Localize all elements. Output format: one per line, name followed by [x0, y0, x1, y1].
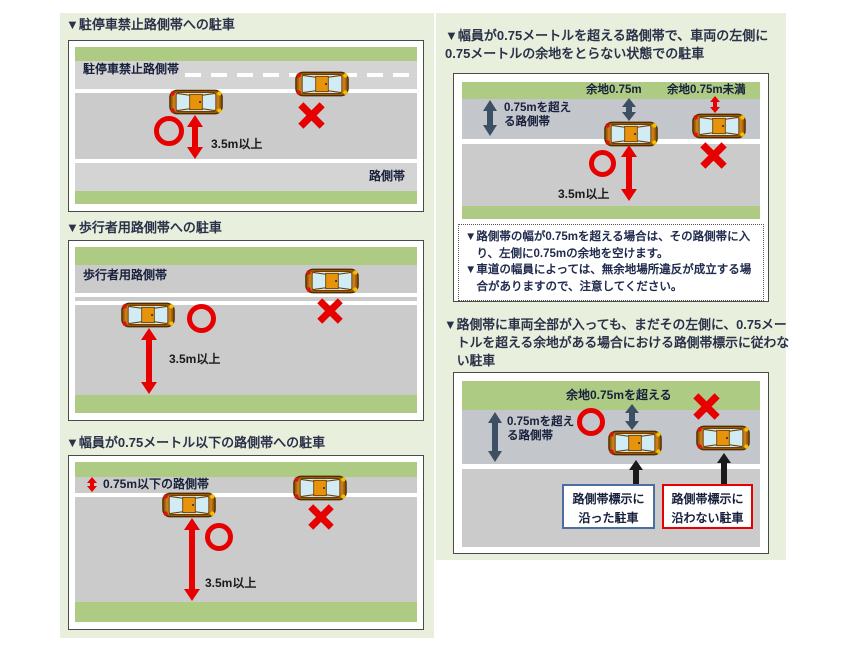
sidewalk-strip — [75, 395, 417, 413]
right-panel: ▼幅員が0.75メートルを超える路側帯で、車両の左側に0.75メートルの余地をと… — [436, 13, 789, 560]
diagram-no-stopping-zone: 駐停車禁止路側帯 3.5m以上 路側帯 — [68, 40, 424, 212]
zone-width-label: 0.75mを超え る路側帯 — [504, 102, 572, 129]
lane-line — [75, 89, 417, 93]
small-margin-arrow-icon — [710, 96, 720, 113]
car-icon — [696, 425, 750, 451]
prohibited-x-icon — [297, 101, 326, 130]
zone-label: 0.75m以下の路側帯 — [103, 477, 210, 491]
permitted-circle-icon — [205, 523, 233, 551]
car-icon — [305, 268, 359, 294]
zone-width-label: 0.75mを超え る路側帯 — [507, 416, 575, 443]
roadside-zone-bottom — [75, 163, 417, 191]
diagram-wide-zone-no-margin: 余地0.75m 余地0.75m未満 0.75mを超え る路側帯 — [453, 73, 769, 302]
distance-label: 3.5m以上 — [211, 137, 263, 151]
lane-line — [75, 493, 417, 497]
diagram-zone-marking: 余地0.75mを超える 0.75mを超え る路側帯 — [453, 372, 769, 554]
pointer-arrow-icon — [717, 453, 731, 484]
roadway — [75, 93, 417, 159]
sidewalk-strip — [75, 191, 417, 204]
distance-label: 3.5m以上 — [169, 352, 221, 366]
parking-ok-callout: 路側帯標示に 沿った駐車 — [562, 484, 655, 529]
diagram-narrow-zone: 0.75m以下の路側帯 3.5m以上 — [68, 455, 424, 630]
prohibited-x-icon — [307, 503, 335, 531]
sidewalk-strip — [462, 82, 760, 99]
section-title-wide-zone-no-margin: ▼幅員が0.75メートルを超える路側帯で、車両の左側に0.75メートルの余地をと… — [445, 28, 769, 62]
prohibited-x-icon — [692, 392, 721, 421]
roadway — [75, 477, 417, 602]
margin-ok-label: 余地0.75m — [586, 84, 642, 96]
car-icon — [162, 492, 216, 518]
permitted-circle-icon — [589, 150, 616, 177]
car-icon — [121, 302, 175, 328]
lane-line — [75, 159, 417, 163]
zone-label: 歩行者用路側帯 — [83, 268, 168, 282]
section-title-narrow-zone: ▼幅員が0.75メートル以下の路側帯への駐車 — [66, 435, 326, 450]
permitted-circle-icon — [154, 116, 184, 146]
note-item: ▼車道の幅員によっては、無余地場所違反が成立する場合がありますので、注意してくだ… — [465, 264, 752, 294]
margin-ng-label: 余地0.75m未満 — [667, 84, 746, 96]
car-icon — [293, 475, 347, 501]
sidewalk-strip — [462, 206, 760, 219]
diagram-pedestrian-zone: 歩行者用路側帯 3.5m以上 — [68, 240, 424, 421]
sidewalk-strip — [75, 47, 417, 61]
left-panel: ▼駐停車禁止路側帯への駐車 駐停車禁止路側帯 — [60, 13, 434, 638]
distance-arrow-icon — [184, 518, 200, 601]
double-line-upper — [75, 293, 417, 297]
diagram-narrow-zone-content: 0.75m以下の路側帯 3.5m以上 — [75, 462, 417, 623]
note-item: ▼路側帯の幅が0.75mを超える場合は、その路側帯に入り、左側に0.75mの余地… — [465, 231, 751, 260]
zone-width-arrow-icon — [483, 100, 497, 136]
zone-label: 駐停車禁止路側帯 — [83, 62, 180, 76]
section-title-pedestrian-zone: ▼歩行者用路側帯への駐車 — [66, 220, 222, 235]
prohibited-x-icon — [699, 141, 728, 170]
notes-box: ▼路側帯の幅が0.75mを超える場合は、その路側帯に入り、左側に0.75mの余地… — [458, 224, 764, 301]
sidewalk-strip — [75, 602, 417, 622]
diagram-wide-zone-road: 余地0.75m 余地0.75m未満 0.75mを超え る路側帯 — [462, 82, 760, 219]
diagram-pedestrian-zone-content: 歩行者用路側帯 3.5m以上 — [75, 247, 417, 414]
section-title-zone-marking-violation: ▼路側帯に車両全部が入っても、まだその左側に、0.75メートルを超える余地がある… — [444, 317, 790, 368]
roadway — [75, 265, 417, 395]
sidewalk-strip — [75, 462, 417, 477]
sidewalk-strip — [75, 247, 417, 265]
pointer-arrow-icon — [629, 460, 643, 484]
width-arrow-icon — [87, 477, 97, 492]
car-icon — [295, 71, 349, 97]
car-icon — [604, 121, 658, 147]
distance-arrow-icon — [187, 115, 203, 159]
margin-arrow-icon — [622, 98, 636, 121]
roadside-label: 路側帯 — [368, 169, 405, 183]
distance-label: 3.5m以上 — [558, 187, 610, 201]
distance-arrow-icon — [141, 328, 157, 394]
car-icon — [169, 89, 223, 115]
prohibited-x-icon — [316, 297, 344, 325]
permitted-circle-icon — [187, 304, 216, 333]
margin-arrow-icon — [625, 404, 639, 430]
permitted-circle-icon — [577, 408, 605, 436]
car-icon — [692, 113, 746, 139]
parking-ng-callout: 路側帯標示に 沿わない駐車 — [662, 484, 753, 529]
lane-line — [462, 464, 760, 469]
car-icon — [608, 430, 662, 456]
section-title-no-stopping-zone: ▼駐停車禁止路側帯への駐車 — [66, 17, 235, 32]
double-line-lower — [75, 301, 417, 305]
zone-width-arrow-icon — [488, 412, 502, 462]
diagram-no-stopping-zone-content: 駐停車禁止路側帯 3.5m以上 路側帯 — [75, 47, 417, 205]
diagram-zone-marking-road: 余地0.75mを超える 0.75mを超え る路側帯 — [462, 381, 760, 547]
distance-arrow-icon — [621, 145, 637, 201]
margin-over-label: 余地0.75mを超える — [566, 388, 672, 402]
distance-label: 3.5m以上 — [205, 576, 257, 590]
